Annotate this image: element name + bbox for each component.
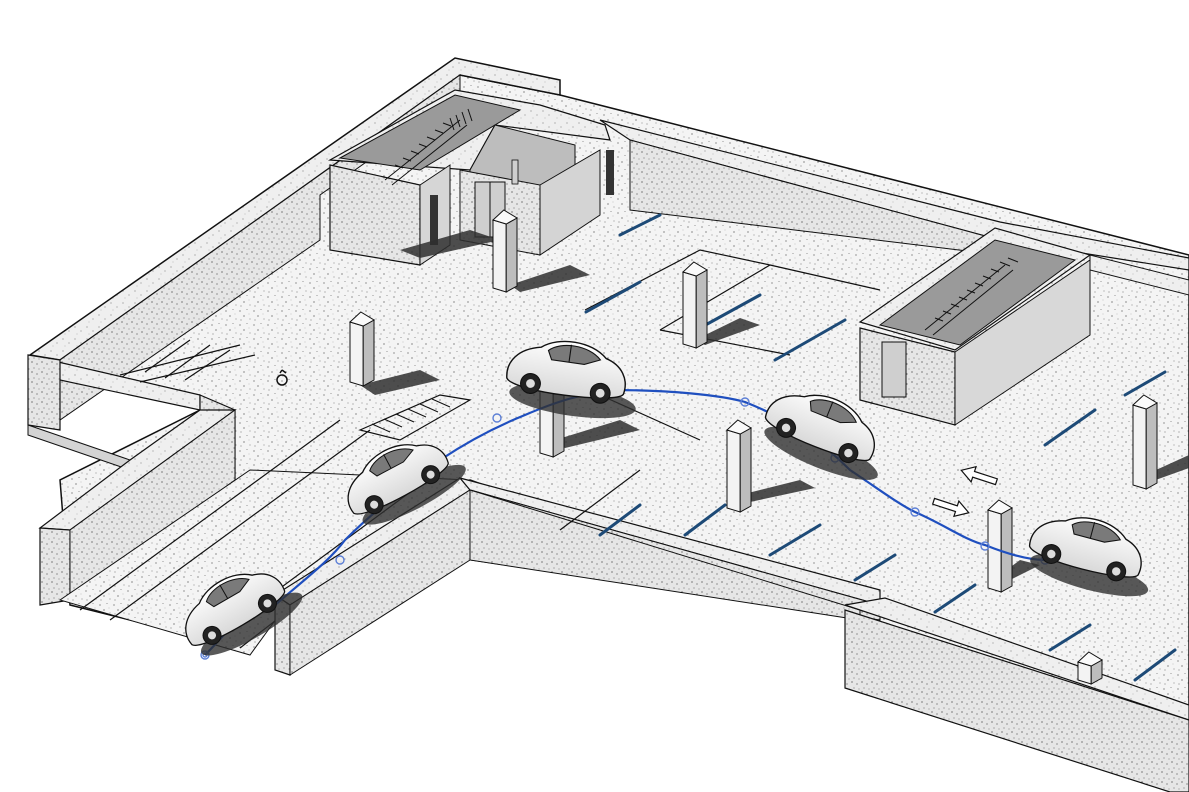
car	[1028, 517, 1149, 597]
column	[682, 261, 708, 349]
column	[1077, 651, 1103, 685]
car	[506, 340, 636, 419]
column	[349, 311, 375, 387]
stair-core-left	[327, 89, 614, 266]
direction-arrow-right-icon	[931, 497, 970, 518]
column	[492, 209, 518, 293]
floor-drains	[584, 213, 1177, 682]
cars	[185, 340, 1149, 656]
column	[1132, 394, 1158, 490]
door	[881, 341, 907, 398]
car	[185, 573, 303, 656]
column	[726, 419, 752, 513]
door	[606, 150, 614, 195]
perimeter-wall-left	[27, 354, 237, 606]
accessible-parking-icon	[276, 369, 288, 386]
direction-arrow-left-icon	[960, 465, 999, 486]
stair-icon	[924, 257, 1019, 336]
car	[764, 394, 878, 480]
stair-icon	[384, 108, 473, 186]
door	[430, 195, 438, 245]
perimeter-wall-front	[844, 597, 1189, 792]
stair-core-right	[858, 227, 1189, 426]
car	[347, 444, 466, 525]
column	[987, 499, 1013, 593]
